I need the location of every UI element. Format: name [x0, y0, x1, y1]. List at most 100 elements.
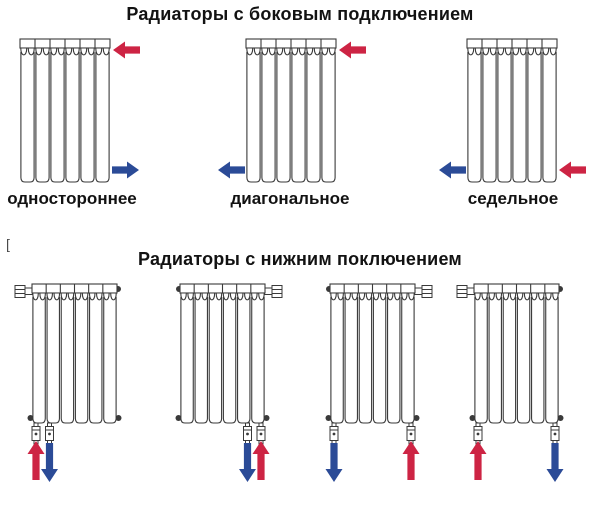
- radiator-scallop: [291, 48, 299, 56]
- radiator-scallop: [344, 293, 351, 301]
- radiator-fin: [46, 297, 60, 424]
- side-radiator-3: [439, 38, 586, 183]
- radiator-fin: [542, 52, 557, 183]
- bottom-pipe-valve: [45, 422, 54, 445]
- bottom-pipe-valve: [256, 422, 266, 445]
- cold-flow-arrow: [325, 443, 343, 482]
- radiator-scallop: [253, 48, 261, 56]
- radiator-scallop: [201, 293, 209, 301]
- radiator-fin: [488, 297, 502, 424]
- radiator-fin: [251, 297, 265, 424]
- radiator-scallop: [313, 48, 321, 56]
- cold-flow-arrow: [218, 161, 245, 179]
- radiator-scallop: [110, 293, 117, 301]
- radiator-scallop: [552, 293, 559, 301]
- radiator-fin: [387, 297, 401, 424]
- radiator-scallop: [67, 293, 75, 301]
- radiator-scallop: [215, 293, 223, 301]
- thermo-valve: [456, 285, 475, 298]
- radiator-scallop: [394, 293, 401, 301]
- radiator-scallop: [236, 293, 244, 301]
- radiator-fin: [291, 52, 306, 183]
- side-radiator-1: [19, 38, 140, 183]
- radiator-scallop: [276, 48, 284, 56]
- radiator-scallop: [102, 48, 110, 56]
- radiator-scallop: [306, 48, 314, 56]
- collector-end: [325, 415, 332, 421]
- radiator-scallop: [509, 293, 517, 301]
- collector-end: [557, 415, 564, 421]
- cold-flow-arrow: [546, 443, 564, 482]
- radiator-fin: [20, 52, 35, 183]
- radiator-scallop: [208, 293, 216, 301]
- radiator-scallop: [549, 48, 557, 56]
- radiator-scallop: [20, 48, 28, 56]
- radiator-fin: [344, 297, 358, 424]
- collector-end: [175, 415, 182, 421]
- radiator-fin: [467, 52, 482, 183]
- radiator-scallop: [194, 293, 201, 301]
- radiator-scallop: [497, 48, 505, 56]
- hot-flow-arrow: [402, 441, 420, 480]
- radiator-scallop: [32, 293, 39, 301]
- radiator-fin: [237, 297, 251, 424]
- thermo-valve: [14, 285, 33, 298]
- collector-end: [115, 415, 122, 421]
- radiator-scallop: [545, 293, 552, 301]
- radiator-scallop: [523, 293, 531, 301]
- radiator-scallop: [502, 293, 510, 301]
- bottom-radiator-1: [14, 283, 122, 482]
- radiator-scallop: [53, 293, 61, 301]
- hot-flow-arrow: [339, 41, 366, 59]
- cold-flow-arrow: [112, 161, 139, 179]
- radiator-scallop: [328, 48, 336, 56]
- radiator-fin: [50, 52, 65, 183]
- radiator-scallop: [268, 48, 276, 56]
- radiator-scallop: [538, 293, 545, 301]
- radiator-scallop: [251, 293, 258, 301]
- radiator-fin: [497, 52, 512, 183]
- radiator-scallop: [80, 48, 88, 56]
- radiator-scallop: [244, 293, 251, 301]
- hot-flow-arrow: [559, 161, 586, 179]
- radiator-scallop: [351, 293, 359, 301]
- thermo-valve: [264, 285, 283, 298]
- cold-flow-arrow: [239, 443, 256, 482]
- radiator-scallop: [542, 48, 550, 56]
- radiator-fin: [502, 297, 517, 424]
- radiator-fin: [512, 52, 527, 183]
- radiator-scallop: [57, 48, 65, 56]
- bottom-radiator-2: [175, 283, 283, 482]
- bottom-pipe-valve: [31, 422, 41, 445]
- radiator-fin: [358, 297, 373, 424]
- radiator-scallop: [337, 293, 344, 301]
- radiator-scallop: [39, 293, 46, 301]
- radiator-scallop: [42, 48, 50, 56]
- radiator-fin: [246, 52, 261, 183]
- radiator-fin: [74, 297, 89, 424]
- radiator-fin: [330, 297, 344, 424]
- radiator-fin: [35, 52, 50, 183]
- radiator-scallop: [87, 48, 95, 56]
- radiator-scallop: [504, 48, 512, 56]
- radiator-fin: [180, 297, 194, 424]
- radiator-scallop: [35, 48, 43, 56]
- bottom-pipe-valve: [243, 422, 252, 445]
- radiator-scallop: [222, 293, 230, 301]
- radiator-fin: [208, 297, 223, 424]
- bottom-connection-title: Радиаторы с нижним поключением: [138, 249, 462, 269]
- radiator-fin: [306, 52, 321, 183]
- radiator-scallop: [512, 48, 520, 56]
- hot-flow-arrow: [252, 441, 270, 480]
- bottom-pipe-valve: [550, 422, 560, 445]
- bottom-pipe-valve: [329, 422, 339, 445]
- radiator-fin: [261, 52, 276, 183]
- radiator-fin: [32, 297, 46, 424]
- radiator-scallop: [50, 48, 58, 56]
- radiator-scallop: [65, 48, 73, 56]
- radiator-fin: [516, 297, 531, 424]
- radiator-scallop: [103, 293, 110, 301]
- connection-type-label-sedelnoe: седельное: [467, 189, 559, 208]
- bottom-pipe-valve: [406, 422, 416, 445]
